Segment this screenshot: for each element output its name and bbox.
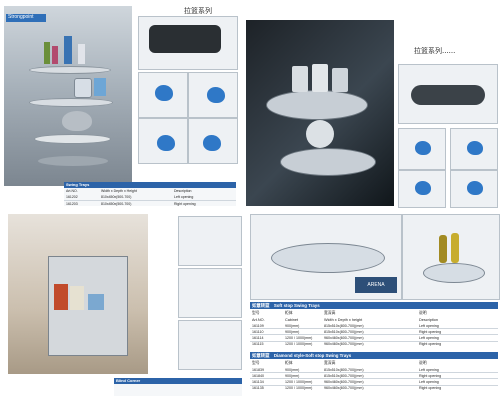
usage-diagram-8 <box>450 170 498 208</box>
product-photo-b <box>178 268 242 318</box>
mechanism-photo-2 <box>398 64 498 124</box>
top-right-page: 拉篮系列...... <box>246 6 498 208</box>
blind-corner-table: Blind Corner <box>114 378 242 396</box>
usage-diagram-3 <box>138 118 188 164</box>
oil-bottle-tray-photo <box>402 214 500 300</box>
usage-diagram-4 <box>188 118 238 164</box>
table-title: 如意转篮 Soft stop Swing Trays <box>250 302 498 309</box>
table-row: 161135 1200 / 1000(mm) 960x460x(600-700)… <box>252 386 442 391</box>
table-row: 161109 900(mm) 815x510x(800-700)(mm) Lef… <box>250 323 498 330</box>
table-row: 161114 1200 / 1000(mm) 960x460x(600-700)… <box>250 335 498 342</box>
corner-carousel-photo: Strongpoint <box>4 6 132 186</box>
blind-corner-photo <box>8 214 148 374</box>
hand-icon <box>207 87 225 103</box>
usage-diagram-6 <box>450 128 498 170</box>
table-row: 161110 900(mm) 815x510x(800-700)(mm) Rig… <box>250 329 498 336</box>
arena-badge: ARENA <box>355 277 397 293</box>
top-left-page: Strongpoint 拉篮系列 Swing Trays <box>4 6 238 206</box>
series-title-right: 拉篮系列...... <box>414 47 456 55</box>
soft-stop-table: 如意转篮 Soft stop Swing Trays 型号 柜体 宽深高 说明 … <box>250 302 498 348</box>
table-title: 如意转篮 Diamond style-Soft stop Swing Trays <box>250 352 498 359</box>
hand-icon <box>467 141 483 155</box>
bottom-left-page: Blind Corner <box>8 214 242 398</box>
table-header-en: Art.NO. Cabinet Width x Depth x height D… <box>252 318 438 322</box>
table-title: Blind Corner <box>114 378 242 384</box>
series-title: 拉篮系列 <box>184 7 212 15</box>
usage-diagram-2 <box>188 72 238 118</box>
table-row: 161134 1200 / 1000(mm) 960x460x(600-700)… <box>250 379 498 386</box>
table-row: 161840 900(mm) 815x510x(800-700)(mm) Rig… <box>250 373 498 380</box>
diamond-soft-stop-table: 如意转篮 Diamond style-Soft stop Swing Trays… <box>250 352 498 398</box>
mechanism-photo-1 <box>138 16 238 70</box>
hand-icon <box>415 181 431 195</box>
table-header-cn: 型号 柜体 宽深高 说明 <box>252 310 427 315</box>
corner-tray-photo <box>246 20 394 206</box>
table-row: 161203 810x450x(500-700) Right opening <box>66 202 196 206</box>
product-photo-c <box>178 320 242 370</box>
soft-stop-tray-photo: ARENA <box>250 214 402 300</box>
swing-trays-table: Swing Trays Art.NO. Width x Depth x Heig… <box>64 182 236 206</box>
usage-diagram-1 <box>138 72 188 118</box>
usage-diagram-7 <box>398 170 446 208</box>
bottom-right-page: ARENA 如意转篮 Soft stop Swing Trays 型号 柜体 宽… <box>250 214 500 398</box>
hand-icon <box>415 141 431 155</box>
logo-badge: Strongpoint <box>6 14 46 22</box>
table-row: 161202 810x450x(500-700) Left opening <box>64 194 236 201</box>
product-photo-a <box>178 216 242 266</box>
table-header: Art.NO. Width x Depth x Height Descripti… <box>66 189 192 193</box>
hand-icon <box>203 135 221 151</box>
hand-icon <box>157 135 175 151</box>
hand-icon <box>155 85 173 101</box>
table-header-cn: 型号 柜体 宽深高 说明 <box>252 360 427 365</box>
usage-diagram-5 <box>398 128 446 170</box>
hand-icon <box>467 181 483 195</box>
table-row: 161115 1200 / 1000(mm) 960x460x(600-700)… <box>252 342 442 347</box>
table-title: Swing Trays <box>64 182 236 188</box>
table-row: 161839 900(mm) 815x510x(800-700)(mm) Lef… <box>250 367 498 374</box>
